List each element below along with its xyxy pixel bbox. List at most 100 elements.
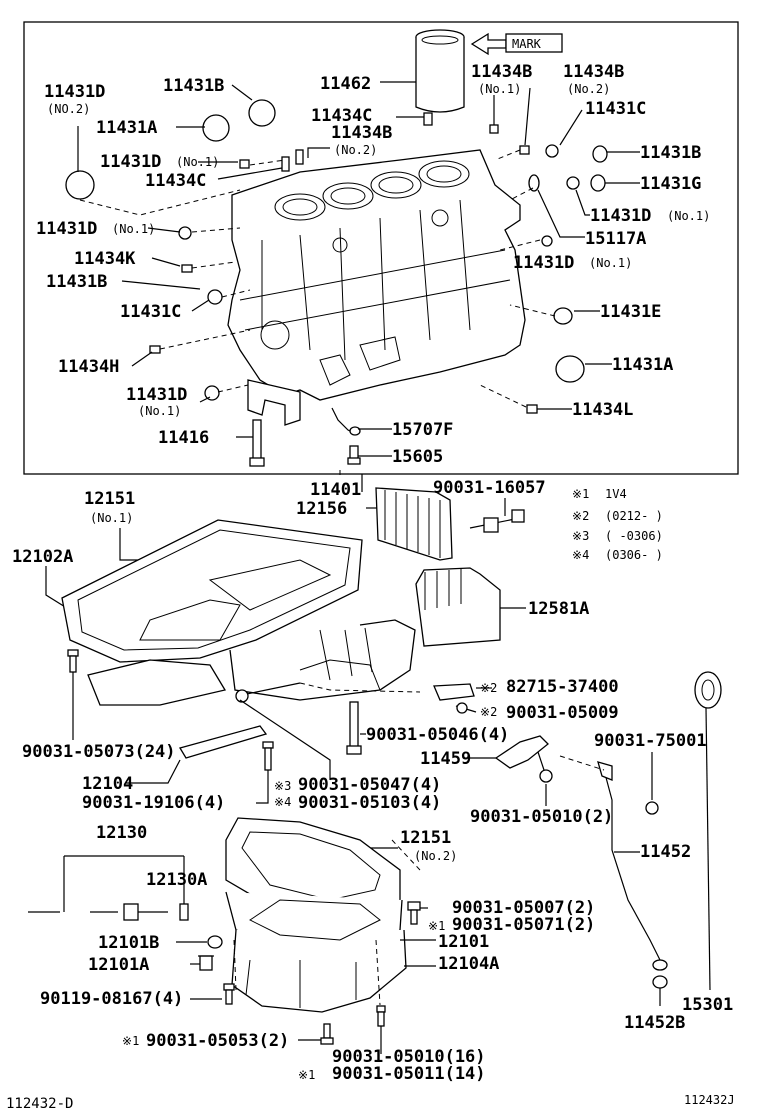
label-11431a-b: 11431A (612, 355, 673, 375)
label-11431d-no1-a: 11431D (100, 152, 161, 172)
label-90031-05010-2: 90031-05010(2) (470, 807, 613, 827)
label-11434b-no2-b: 11434B (331, 123, 392, 143)
label-11431d-no1-e: 11431D (126, 385, 187, 405)
sub-11431d-no1-b: (No.1) (667, 209, 710, 223)
cylinder-block-part (227, 149, 526, 401)
leader-19106 (256, 770, 269, 804)
bracket-11459-part (494, 735, 549, 769)
note-legend: ※1 1V4 ※2 (0212- ) ※3 ( -0306) ※4 (0306-… (572, 487, 663, 562)
stiffener-12104-part (179, 725, 268, 759)
label-11431c-a: 11431C (585, 99, 646, 119)
label-15605: 15605 (392, 447, 443, 467)
sub-11431d-no2: (NO.2) (47, 102, 90, 116)
label-11452b: 11452B (624, 1013, 685, 1033)
label-90031-05011: 90031-05011(14) (332, 1064, 486, 1084)
label-12104a: 12104A (438, 954, 499, 974)
label-12130a: 12130A (146, 870, 207, 890)
bolt-90031-05073-icon (67, 649, 79, 673)
label-11434b-no2: 11434B (563, 62, 624, 82)
label-12101: 12101 (438, 932, 489, 952)
footer-left-code: 112432-D (6, 1096, 73, 1112)
label-90031-16057: 90031-16057 (433, 478, 546, 498)
label-12151-no2: 12151 (400, 828, 451, 848)
note-mark-2: ※2 (572, 509, 589, 523)
sub-12151-no1: (No.1) (90, 511, 133, 525)
footer-right-code: 112432J (684, 1093, 735, 1107)
baffle-plate-part (375, 487, 453, 561)
washer-12101b-icon (207, 935, 223, 949)
drain-plug-12101a-icon (198, 955, 214, 971)
note-0306-end: ( -0306) (605, 529, 663, 543)
mark-05103: ※4 (274, 795, 291, 809)
label-90031-05009: 90031-05009 (506, 703, 619, 723)
label-12151-no1: 12151 (84, 489, 135, 509)
label-90031-05010-16: 90031-05010(16) (332, 1047, 486, 1067)
note-0212: (0212- ) (605, 509, 663, 523)
oil-strainer-part (415, 567, 501, 647)
oil-jet-15707f-icon (331, 407, 361, 436)
bolt-90031-05053-icon (320, 1023, 334, 1045)
label-11401: 11401 (310, 480, 361, 500)
note-mark-1: ※1 (572, 487, 589, 501)
bracket-82715-part (433, 683, 475, 701)
dash-guide (559, 755, 605, 771)
label-11431d-no1-d: 11431D (513, 253, 574, 273)
label-11431e: 11431E (600, 302, 661, 322)
label-15707f: 15707F (392, 420, 453, 440)
label-90119-08167: 90119-08167(4) (40, 989, 183, 1009)
label-90031-05053: 90031-05053(2) (146, 1031, 289, 1051)
leader-12151-no1 (119, 528, 140, 561)
label-11431d-no1-c: 11431D (36, 219, 97, 239)
label-11416: 11416 (158, 428, 209, 448)
plug-90031-75001-icon (645, 801, 659, 815)
mark-arrow-icon (470, 32, 563, 56)
sub-11431d-no1-e: (No.1) (138, 404, 181, 418)
label-11431b-a: 11431B (163, 76, 224, 96)
label-11434c-a: 11434C (311, 106, 372, 126)
label-12104: 12104 (82, 774, 133, 794)
label-11434h: 11434H (58, 357, 119, 377)
note-mark-4: ※4 (572, 548, 589, 562)
bolt-90031-05046-icon (346, 701, 362, 755)
mark-label: MARK (512, 37, 542, 51)
label-11431b-b: 11431B (640, 143, 701, 163)
sub-12151-no2: (No.2) (414, 849, 457, 863)
cylinder-liner-part (415, 29, 465, 113)
label-11431c-b: 11431C (120, 302, 181, 322)
cylinder-block-frame (23, 21, 739, 475)
bolt-15605-icon (347, 445, 361, 465)
bolt-90119-08167-icon (223, 983, 235, 1005)
stud-90031-16057-icon (469, 509, 525, 533)
label-90031-05073: 90031-05073(24) (22, 742, 176, 762)
label-11462: 11462 (320, 74, 371, 94)
oring-11452b-icon (652, 975, 668, 989)
label-15117a: 15117A (585, 229, 646, 249)
label-12102a: 12102A (12, 547, 73, 567)
dipstick-part (694, 671, 722, 991)
label-11434c-b: 11434C (145, 171, 206, 191)
sub-11434b-no2: (No.2) (567, 82, 610, 96)
bolt-90031-05010-16-icon (376, 1005, 386, 1027)
plug-parts (65, 99, 608, 414)
label-90031-05046: 90031-05046(4) (366, 725, 509, 745)
label-11434b-no1: 11434B (471, 62, 532, 82)
bolt-90031-05007-icon (407, 901, 421, 925)
mark-05047: ※3 (274, 779, 291, 793)
label-90031-05047: 90031-05047(4) (298, 775, 441, 795)
breather-part (28, 903, 189, 921)
bolt-90031-19106-icon (262, 741, 274, 771)
top-solid-leaders (77, 81, 640, 457)
note-0306-start: (0306- ) (605, 548, 663, 562)
label-82715-37400: 82715-37400 (506, 677, 619, 697)
label-11431a-a: 11431A (96, 118, 157, 138)
label-11431d-no1-b: 11431D (590, 206, 651, 226)
label-12156: 12156 (296, 499, 347, 519)
sub-11431d-no1-a: (No.1) (176, 155, 219, 169)
label-11434l: 11434L (572, 400, 633, 420)
mark-05053: ※1 (122, 1034, 139, 1048)
bolt-11416-icon (249, 419, 265, 467)
mark-05011: ※1 (298, 1068, 315, 1082)
label-12101a: 12101A (88, 955, 149, 975)
leader-05047 (239, 699, 331, 780)
